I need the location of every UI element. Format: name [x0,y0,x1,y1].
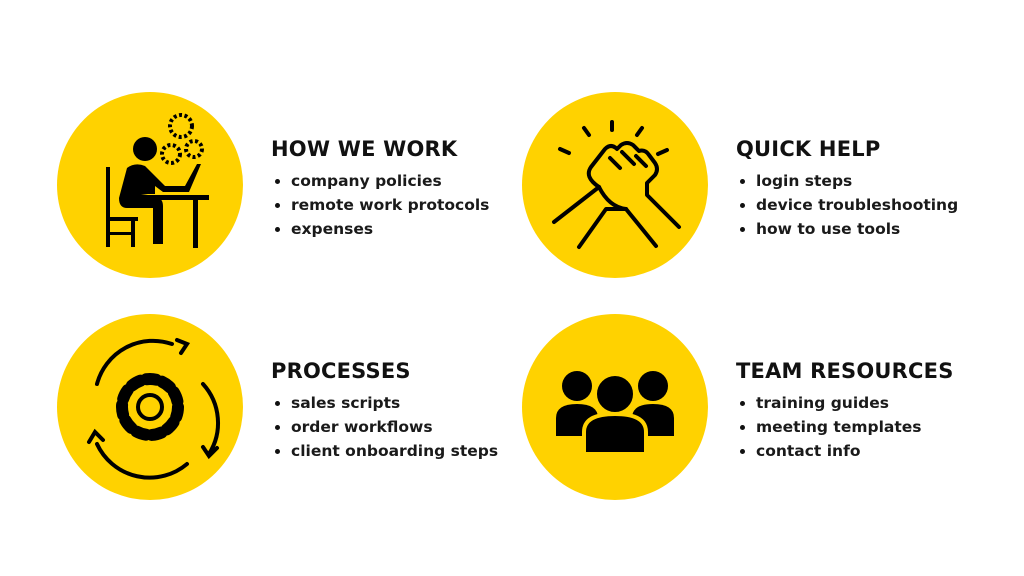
list-item: remote work protocols [271,193,489,217]
section-quick-help: QUICK HELP login steps device troublesho… [736,136,958,241]
section-title: QUICK HELP [736,137,881,161]
list-item: order workflows [271,415,498,439]
list-item: company policies [271,169,489,193]
list-item: meeting templates [736,415,954,439]
list-item: login steps [736,169,958,193]
section-processes: PROCESSES sales scripts order workflows … [271,358,498,463]
section-team-resources: TEAM RESOURCES training guides meeting t… [736,358,954,463]
section-title: HOW WE WORK [271,137,458,161]
list-item: how to use tools [736,217,958,241]
list-item: training guides [736,391,954,415]
list-item: client onboarding steps [271,439,498,463]
list-item: device troubleshooting [736,193,958,217]
gear-cycle-icon [57,314,243,500]
team-people-icon [522,314,708,500]
handshake-clasp-icon [522,92,708,278]
section-title: PROCESSES [271,359,411,383]
person-at-desk-gears-icon [57,92,243,278]
list-item: expenses [271,217,489,241]
list-item: sales scripts [271,391,498,415]
list-item: contact info [736,439,954,463]
section-how-we-work: HOW WE WORK company policies remote work… [271,136,489,241]
section-title: TEAM RESOURCES [736,359,954,383]
